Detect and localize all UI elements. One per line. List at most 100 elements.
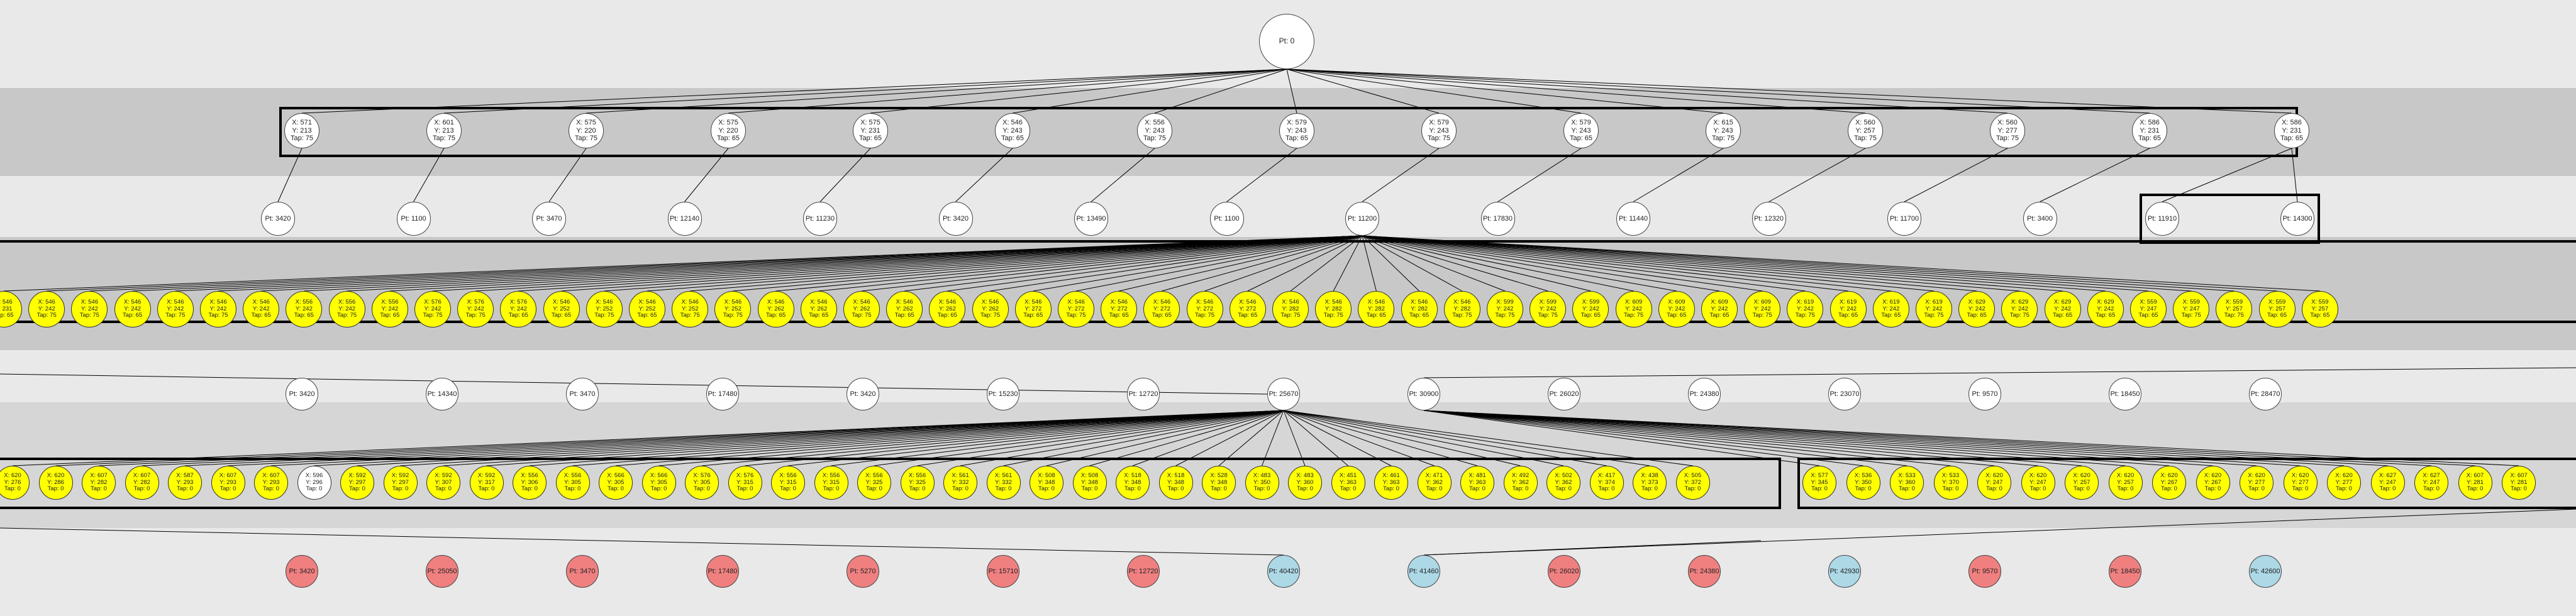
leaf-node[interactable]: Pt: 9570 — [1968, 555, 2001, 588]
level4-node[interactable]: Pt: 26020 — [1548, 378, 1580, 410]
level2-node[interactable]: Pt: 3420 — [938, 202, 973, 236]
root-node[interactable]: Pt: 0 — [1259, 14, 1314, 69]
leaf-node[interactable]: Pt: 40420 — [1267, 555, 1300, 588]
leaf-node[interactable]: Pt: 24380 — [1688, 555, 1721, 588]
level4-node[interactable]: Pt: 14340 — [426, 378, 458, 410]
level2-node[interactable]: Pt: 3470 — [532, 202, 566, 236]
leaf-node[interactable]: Pt: 12720 — [1127, 555, 1160, 588]
level4-node[interactable]: Pt: 30900 — [1407, 378, 1440, 410]
leaf-node[interactable]: Pt: 42930 — [1828, 555, 1861, 588]
level4-node[interactable]: Pt: 3420 — [286, 378, 318, 410]
leaf-node[interactable]: Pt: 3420 — [286, 555, 318, 588]
level4-node[interactable]: Pt: 3420 — [847, 378, 879, 410]
level2-node[interactable]: Pt: 3400 — [2023, 202, 2057, 236]
level2-node[interactable]: Pt: 12320 — [1752, 202, 1786, 236]
level4-node[interactable]: Pt: 25670 — [1267, 378, 1300, 410]
leaf-node[interactable]: Pt: 5270 — [847, 555, 879, 588]
level2-node[interactable]: Pt: 11910 — [2145, 202, 2179, 236]
level4-node[interactable]: Pt: 23070 — [1828, 378, 1861, 410]
level4-node[interactable]: Pt: 15230 — [987, 378, 1019, 410]
leaf-node[interactable]: Pt: 25050 — [426, 555, 458, 588]
